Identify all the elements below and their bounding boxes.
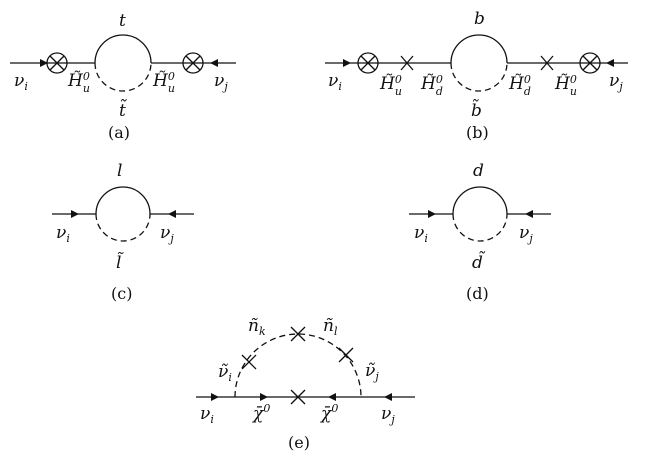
sneutrino-cross-left-2 [241,354,257,370]
mass-insertion-right [579,52,601,74]
mass-insertion-right-cross-2 [185,55,201,71]
label-bottom-stop: t̃ [119,99,127,121]
loop-scalar-arc [94,62,152,92]
sneutrino-cross-right-2 [338,347,354,363]
arrow-left [428,210,436,218]
mass-insertion-left [46,52,68,74]
label-nu-i: νi [200,404,214,426]
label-nu-i: νi [414,223,428,245]
diagram-e: ñk ñl ν̃i ν̃j νi νj χ̄0 χ̄0 (e) [196,316,415,452]
arrow-right [384,393,392,401]
label-bottom-slepton: l̃ [116,252,125,273]
loop-scalar-arc [95,213,151,242]
caption-e: (e) [288,433,310,452]
label-nu-j: νj [609,71,623,93]
label-n-k: ñk [248,316,266,338]
arrow-right [525,210,533,218]
label-top-t: t [119,11,126,31]
mixing-cross-right-2 [540,55,554,71]
label-top-d: d [473,161,484,181]
label-nu-i: νi [56,223,70,245]
sneutrino-cross-top-2 [290,326,306,342]
mass-insertion-right [182,52,204,74]
label-nu-i: νi [14,71,28,93]
label-nu-j: νj [519,223,533,245]
label-nu-j: νj [381,404,395,426]
arrow-left [71,210,79,218]
label-bottom-sbottom: b̃ [471,99,482,121]
arrow-inner-left [260,393,268,401]
loop-fermion-arc [450,34,508,64]
diagram-d: d d̃ νi νj (d) [409,161,551,303]
label-n-l: ñl [323,316,338,338]
mass-insertion-left-cross-2 [360,55,376,71]
arrow-left [211,393,219,401]
label-sneutrino-j: ν̃j [365,361,379,383]
arrow-right [210,59,218,67]
label-top-b: b [474,9,485,29]
label-nu-i: νi [328,71,342,93]
loop-fermion-arc [452,186,508,215]
sneutrino-loop-arc [234,333,362,398]
arrow-right [606,59,614,67]
caption-c: (c) [111,284,132,303]
label-nu-j: νj [214,71,228,93]
diagram-c: l l̃ νi νj (c) [52,161,194,303]
label-bottom-sdown: d̃ [472,251,486,273]
arrow-right [168,210,176,218]
mass-insertion-left-cross-2 [49,55,65,71]
label-neutralino-left: χ̄0 [252,402,270,424]
caption-d: (d) [466,284,489,303]
mass-insertion-left [357,52,379,74]
neutralino-mass-cross-2 [290,389,306,405]
loop-fermion-arc [95,186,151,215]
label-neutralino-right: χ̄0 [320,402,338,424]
loop-scalar-arc [450,62,508,92]
mixing-cross-left-2 [400,55,414,71]
label-nu-j: νj [160,223,174,245]
label-top-l: l [117,161,122,181]
caption-a: (a) [108,123,130,142]
arrow-left [40,59,48,67]
mass-insertion-right-cross-2 [582,55,598,71]
arrow-inner-right [328,393,336,401]
loop-fermion-arc [94,34,152,64]
loop-scalar-arc [452,213,508,242]
label-sneutrino-i: ν̃i [218,362,232,384]
arrow-left [343,59,351,67]
caption-b: (b) [466,123,489,142]
